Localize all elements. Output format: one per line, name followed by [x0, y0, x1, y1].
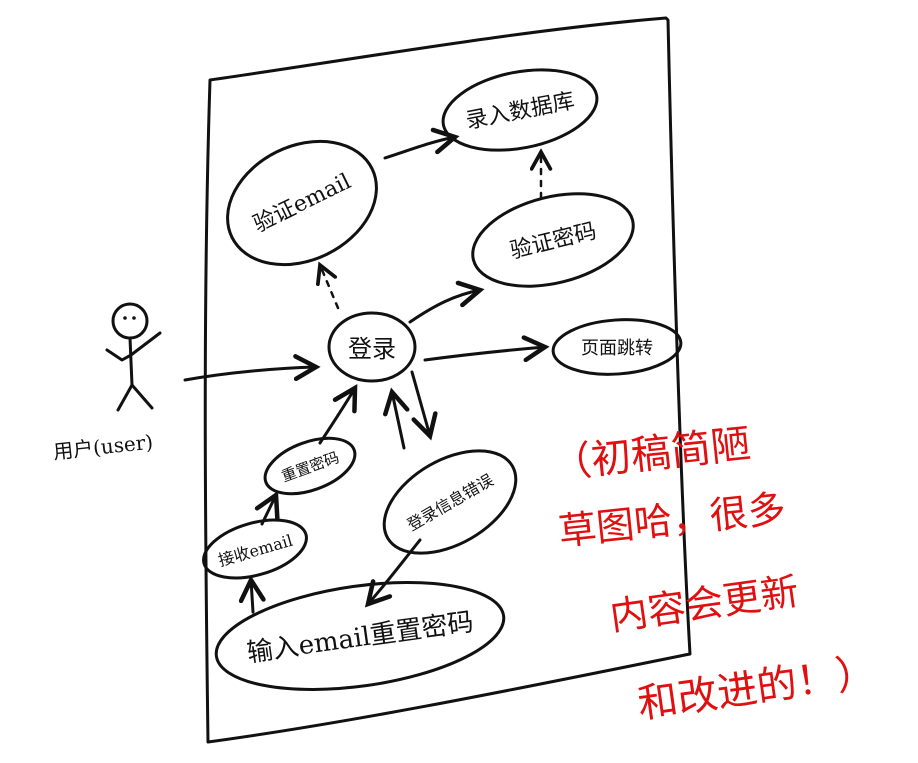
arrow-login-to-error-down — [410, 370, 430, 436]
login-info-wrong-node-shape — [382, 449, 518, 555]
login-node-label: 登录 — [348, 335, 396, 363]
arrow-actor-to-login — [183, 367, 316, 382]
reset-password-node-shape — [263, 436, 357, 496]
arrow-receive-to-reset — [262, 495, 276, 526]
note-line-1: （初稿简陋 — [549, 421, 753, 488]
arrow-input-to-receive-email — [251, 580, 253, 614]
arrow-error-to-login-up — [392, 392, 404, 450]
note-line-2: 草图哈，很多 — [556, 486, 787, 554]
page-jump-node-label: 页面跳转 — [581, 338, 653, 359]
arrow-error-to-input-email — [368, 538, 422, 604]
arrow-reset-to-login — [318, 388, 355, 445]
note-line-4: 和改进的！） — [635, 649, 879, 728]
actor-figure — [105, 302, 162, 412]
login-info-wrong-node-label: 登录信息错误 — [404, 470, 497, 534]
enter-db-node-shape — [441, 68, 599, 152]
enter-db-node-label: 录入数据库 — [464, 89, 577, 135]
verify-password-node-label: 验证密码 — [508, 219, 599, 265]
input-email-reset-node-shape — [214, 581, 506, 691]
login-node-shape — [327, 311, 417, 383]
input-email-reset-node-label: 输入email重置密码 — [245, 607, 475, 668]
reset-password-node-label: 重置密码 — [279, 448, 342, 485]
verify-email-node-shape — [226, 139, 378, 267]
verify-email-node-label: 验证email — [250, 169, 355, 238]
arrow-verify-email-to-db — [383, 137, 455, 160]
verify-password-node-shape — [471, 192, 635, 288]
arrow-login-to-verify-email — [320, 265, 340, 310]
actor-label: 用户(user) — [52, 430, 154, 464]
page-jump-node-shape — [551, 318, 683, 376]
arrow-login-to-verify-password — [408, 290, 480, 324]
receive-email-node-shape — [202, 518, 308, 580]
note-line-3: 内容会更新 — [607, 569, 801, 639]
system-boundary — [203, 16, 692, 744]
arrow-login-to-page-jump — [423, 347, 545, 360]
